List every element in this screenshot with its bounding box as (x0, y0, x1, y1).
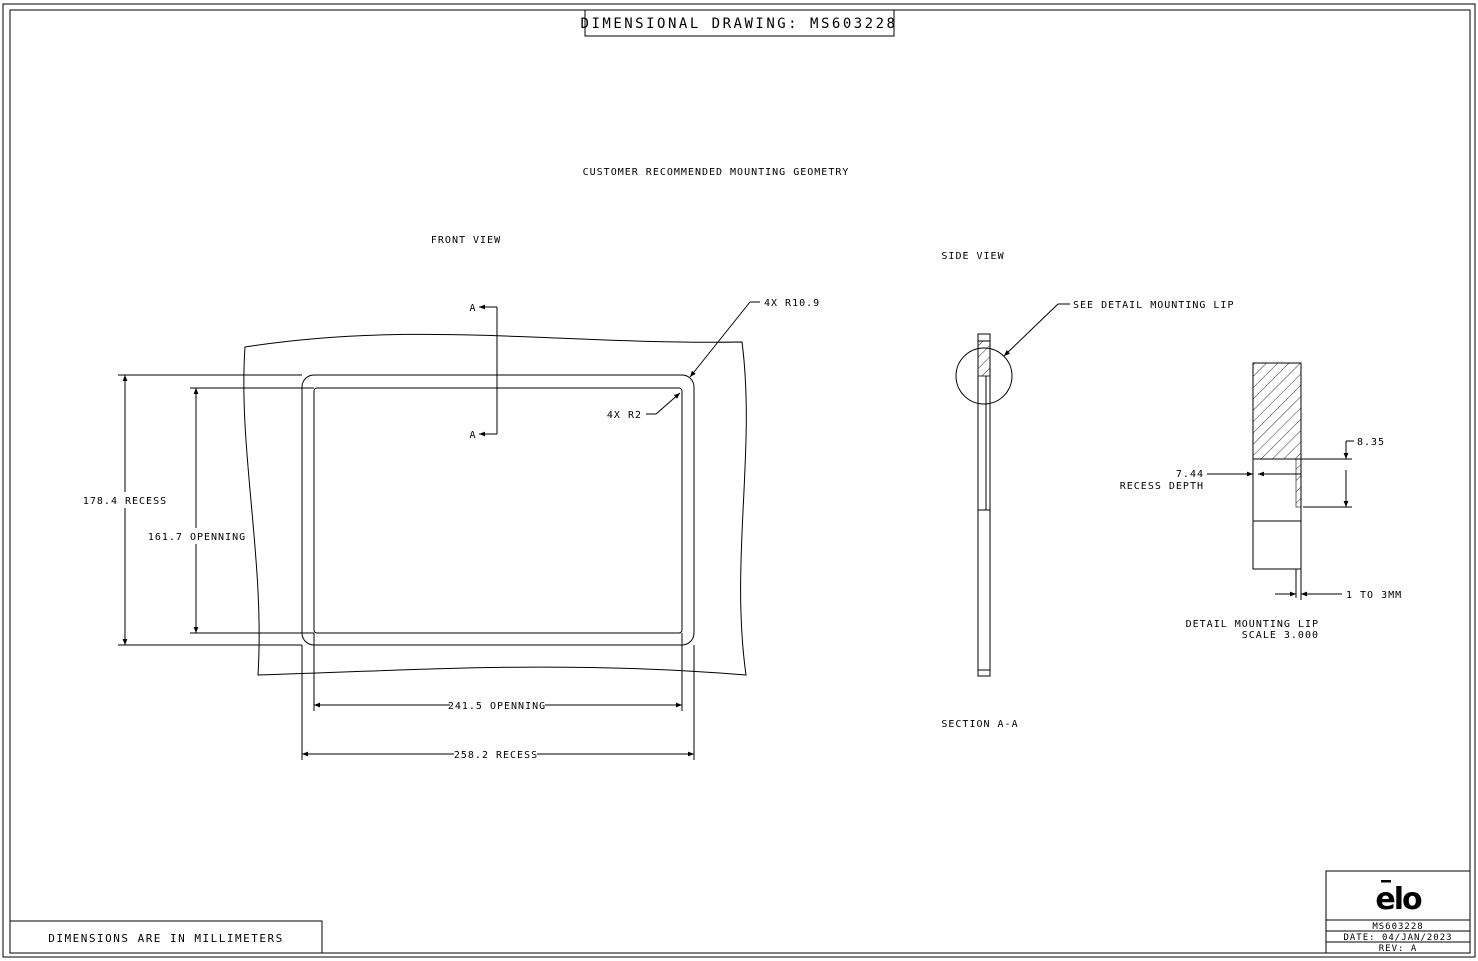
detail-mounting-lip: 8.35 7.44 RECESS DEPTH 1 TO 3MM DETAIL M… (1120, 362, 1402, 641)
recess-outline (301, 374, 695, 646)
recess-height-label: 178.4 RECESS (83, 496, 167, 507)
extension-lines-height (118, 374, 314, 646)
radius-leader-inner (646, 392, 681, 415)
lip-lower-block (1252, 520, 1302, 570)
detail-title: DETAIL MOUNTING LIP (1186, 619, 1319, 630)
drawing-date: DATE: 04/JAN/2023 (1343, 933, 1452, 943)
title-box: DIMENSIONAL DRAWING: MS603228 (581, 9, 898, 37)
title-block: elo MS603228 DATE: 04/JAN/2023 REV: A (1325, 870, 1471, 954)
section-marker-top: A (469, 303, 476, 314)
outer-border (2, 3, 1476, 958)
recess-depth-label: RECESS DEPTH (1120, 481, 1204, 492)
side-panel-hatch (977, 340, 991, 377)
recess-depth-value: 7.44 (1176, 469, 1204, 480)
radius-inner-label: 4X R2 (607, 410, 642, 421)
lip-recess-zone (1252, 458, 1302, 522)
detail-circle (955, 347, 1013, 405)
panel-outline (243, 333, 747, 676)
drawing-subtitle: CUSTOMER RECOMMENDED MOUNTING GEOMETRY (583, 167, 850, 178)
detail-leader (1003, 303, 1070, 357)
radius-outer-label: 4X R10.9 (764, 298, 820, 309)
section-line-a-a (479, 304, 498, 437)
detail-scale: SCALE 3.000 (1242, 630, 1319, 641)
opening-height-label: 161.7 OPENNING (148, 532, 246, 543)
lip-hatched-block (1252, 362, 1302, 460)
units-note-box: DIMENSIONS ARE IN MILLIMETERS (9, 920, 323, 954)
units-note: DIMENSIONS ARE IN MILLIMETERS (48, 932, 284, 945)
opening-width-label: 241.5 OPENNING (448, 701, 546, 712)
section-marker-bottom: A (469, 430, 476, 441)
drawing-title: DIMENSIONAL DRAWING: MS603228 (581, 16, 898, 32)
side-view: SIDE VIEW SEE DETAIL MOUNTING LIP SECTIO… (941, 251, 1234, 730)
side-panel-body (977, 333, 991, 677)
front-view-label: FRONT VIEW (431, 235, 501, 246)
section-label: SECTION A-A (941, 719, 1018, 730)
lip-height-value: 8.35 (1357, 437, 1385, 448)
front-view: FRONT VIEW A A 4X R10.9 4X R2 (81, 235, 820, 761)
opening-outline (313, 387, 683, 634)
radius-leader-outer (689, 301, 760, 378)
inner-border (9, 9, 1471, 954)
lip-inner-hatch (1295, 458, 1302, 508)
thickness-dimension (1275, 569, 1342, 600)
recess-width-label: 258.2 RECESS (454, 750, 538, 761)
thickness-label: 1 TO 3MM (1346, 590, 1402, 601)
part-number: MS603228 (1372, 922, 1423, 932)
extension-lines-width (301, 633, 695, 760)
elo-logo: elo (1375, 882, 1422, 917)
revision: REV: A (1379, 944, 1418, 954)
lip-height-dimension (1301, 440, 1354, 508)
detail-callout-label: SEE DETAIL MOUNTING LIP (1073, 300, 1234, 311)
side-view-label: SIDE VIEW (941, 251, 1004, 262)
elo-logo-bar (1381, 880, 1391, 883)
